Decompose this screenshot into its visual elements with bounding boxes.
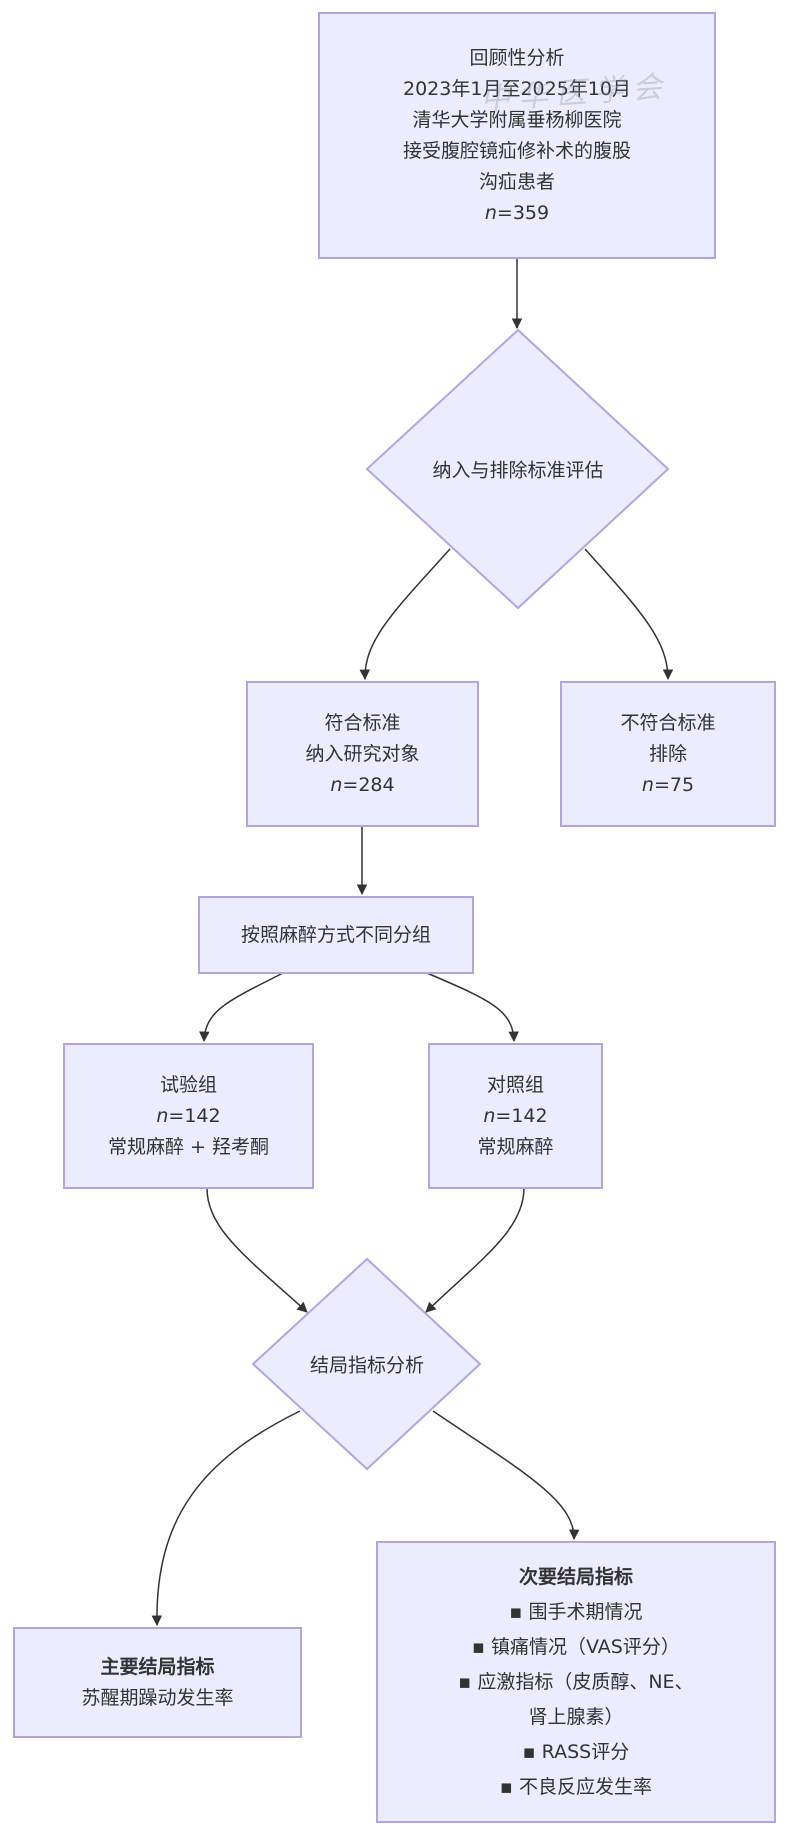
outcome-label: 结局指标分析 (309, 1354, 425, 1377)
start-count: n=359 (484, 201, 550, 224)
experimental-count: n=142 (156, 1104, 221, 1127)
included-count: n=284 (330, 773, 395, 796)
control-count: n=142 (483, 1104, 548, 1127)
edge-outcome-primary (151, 1410, 301, 1627)
start-node: 回顾性分析 2023年1月至2025年10月 清华大学附属垂杨柳医院 接受腹腔镜… (318, 12, 716, 259)
edge-grouping-experimental (199, 972, 284, 1043)
secondary-item: ▪ RASS评分 (522, 1740, 630, 1763)
edge-experimental-outcome (206, 1187, 308, 1313)
screening-diamond (365, 328, 670, 610)
grouping-label: 按照麻醉方式不同分组 (240, 923, 431, 946)
secondary-item: 肾上腺素） (528, 1705, 624, 1728)
included-line-1: 符合标准 (324, 711, 401, 734)
outcome-diamond (251, 1257, 482, 1471)
start-line-4: 接受腹腔镜疝修补术的腹股 (402, 139, 631, 162)
edge-control-outcome (425, 1187, 525, 1313)
control-desc: 常规麻醉 (477, 1135, 554, 1158)
excluded-line-2: 排除 (648, 742, 687, 765)
edge-grouping-control (426, 972, 519, 1043)
secondary-title: 次要结局指标 (518, 1565, 633, 1588)
excluded-line-1: 不符合标准 (620, 711, 716, 734)
edge-screening-excluded (584, 548, 674, 681)
excluded-count: n=75 (641, 773, 695, 796)
secondary-item: ▪ 镇痛情况（VAS评分） (472, 1635, 680, 1658)
secondary-outcome-node: 次要结局指标 ▪ 围手术期情况 ▪ 镇痛情况（VAS评分） ▪ 应激指标（皮质醇… (376, 1541, 776, 1823)
experimental-title: 试验组 (159, 1073, 217, 1096)
primary-title: 主要结局指标 (100, 1655, 215, 1678)
start-line-5: 沟疝患者 (478, 170, 555, 193)
excluded-node: 不符合标准 排除 n=75 (560, 681, 776, 827)
included-line-2: 纳入研究对象 (305, 742, 420, 765)
edge-screening-included (359, 548, 451, 681)
screening-label: 纳入与排除标准评估 (432, 459, 604, 482)
start-line-1: 回顾性分析 (469, 46, 565, 69)
experimental-desc: 常规麻醉 + 羟考酮 (108, 1135, 269, 1158)
secondary-item: ▪ 不良反应发生率 (500, 1775, 652, 1798)
start-line-2: 2023年1月至2025年10月 (403, 77, 631, 100)
primary-desc: 苏醒期躁动发生率 (81, 1686, 234, 1709)
experimental-group-node: 试验组 n=142 常规麻醉 + 羟考酮 (63, 1043, 314, 1189)
primary-outcome-node: 主要结局指标 苏醒期躁动发生率 (13, 1627, 302, 1738)
start-line-3: 清华大学附属垂杨柳医院 (412, 108, 622, 131)
control-group-node: 对照组 n=142 常规麻醉 (428, 1043, 603, 1189)
grouping-node: 按照麻醉方式不同分组 (198, 896, 474, 974)
control-title: 对照组 (486, 1073, 544, 1096)
secondary-item: ▪ 应激指标（皮质醇、NE、 (458, 1670, 694, 1693)
edge-outcome-secondary (432, 1410, 580, 1541)
included-node: 符合标准 纳入研究对象 n=284 (246, 681, 479, 827)
secondary-item: ▪ 围手术期情况 (509, 1600, 643, 1623)
